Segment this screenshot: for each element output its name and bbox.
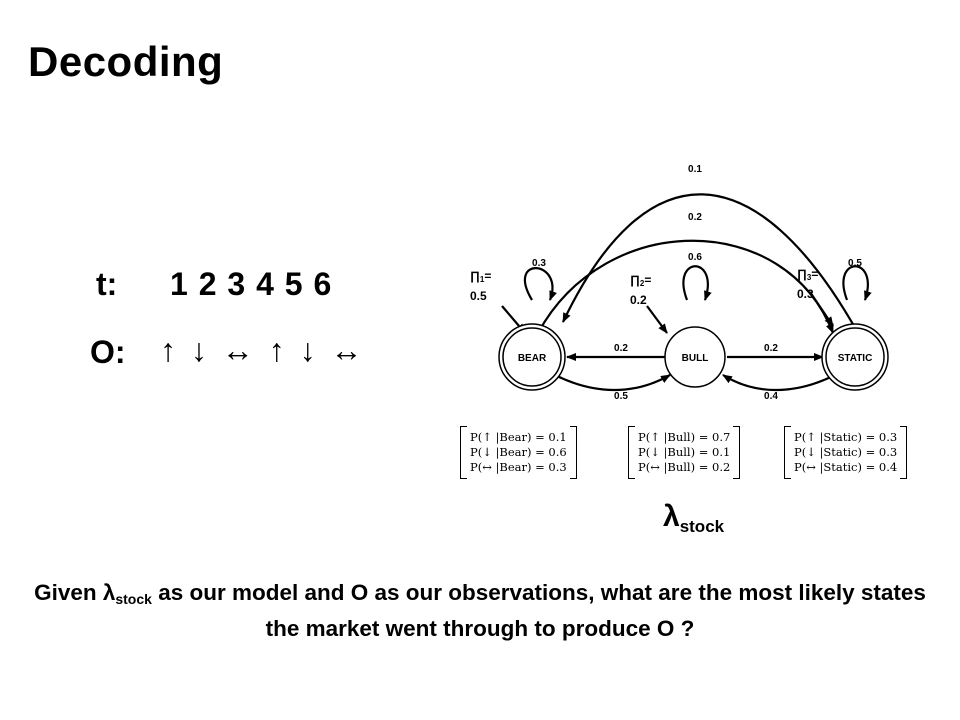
state-label-static: STATIC: [838, 353, 873, 364]
initial-arrow-bull: [646, 305, 668, 334]
emission-row: P(↔ |Static) = 0.4: [794, 460, 898, 474]
slide-title: Decoding: [28, 38, 224, 85]
emission-row: P(↔ |Bull) = 0.2: [638, 460, 731, 474]
initial-prob-bear: ∏1= 0.5: [470, 269, 492, 303]
model-label: λstock: [663, 500, 725, 536]
emission-row: P(↓ |Static) = 0.3: [794, 445, 898, 459]
label-static-self: 0.5: [848, 258, 862, 269]
emission-row: P(↑ |Bear) = 0.1: [470, 430, 567, 444]
emission-matrix-bull: P(↑ |Bull) = 0.7 P(↓ |Bull) = 0.1 P(↔ |B…: [628, 426, 741, 479]
label-bear-self: 0.3: [532, 258, 546, 269]
emission-row: P(↑ |Bull) = 0.7: [638, 430, 731, 444]
time-label: t:: [96, 266, 118, 302]
state-bear: [498, 323, 566, 391]
label-bull-to-static: 0.2: [764, 343, 778, 354]
question-text: Given λstock as our model and O as our o…: [34, 580, 926, 641]
label-bear-to-static: 0.2: [688, 212, 702, 223]
initial-arrow-static: [809, 291, 834, 327]
edge-static-to-bull: [722, 374, 836, 392]
emission-matrix-bear: P(↑ |Bear) = 0.1 P(↓ |Bear) = 0.6 P(↔ |B…: [460, 426, 577, 479]
label-bear-to-bull: 0.5: [614, 391, 628, 402]
edge-bull-self: [682, 265, 712, 301]
state-static: [821, 323, 889, 391]
state-label-bear: BEAR: [518, 353, 547, 364]
edge-bear-to-static: [537, 239, 835, 334]
emission-matrix-static: P(↑ |Static) = 0.3 P(↓ |Static) = 0.3 P(…: [784, 426, 908, 479]
emission-row: P(↓ |Bear) = 0.6: [470, 445, 567, 459]
label-static-to-bear: 0.1: [688, 164, 702, 175]
initial-prob-static: ∏3= 0.3: [797, 267, 819, 301]
observations-values: ↑ ↓ ↔ ↑ ↓ ↔: [160, 332, 363, 368]
edge-static-to-bear: [562, 193, 859, 334]
time-values: 1 2 3 4 5 6: [170, 266, 332, 302]
observations-label: O:: [90, 334, 126, 370]
hmm-state-diagram: BEAR BULL STATIC 0.1 0.2 0.3 0.6 0.5 0.2…: [498, 164, 889, 402]
emission-row: P(↑ |Static) = 0.3: [794, 430, 898, 444]
emission-row: P(↓ |Bull) = 0.1: [638, 445, 731, 459]
label-bull-to-bear: 0.2: [614, 343, 628, 354]
label-bull-self: 0.6: [688, 252, 702, 263]
initial-prob-bull: ∏2= 0.2: [630, 273, 652, 307]
state-label-bull: BULL: [682, 353, 709, 364]
emission-row: P(↔ |Bear) = 0.3: [470, 460, 567, 474]
label-static-to-bull: 0.4: [764, 391, 778, 402]
edge-static-self: [842, 265, 872, 301]
edge-bear-self: [524, 267, 557, 301]
edge-bear-to-bull: [554, 374, 671, 392]
state-bull: [664, 326, 726, 388]
